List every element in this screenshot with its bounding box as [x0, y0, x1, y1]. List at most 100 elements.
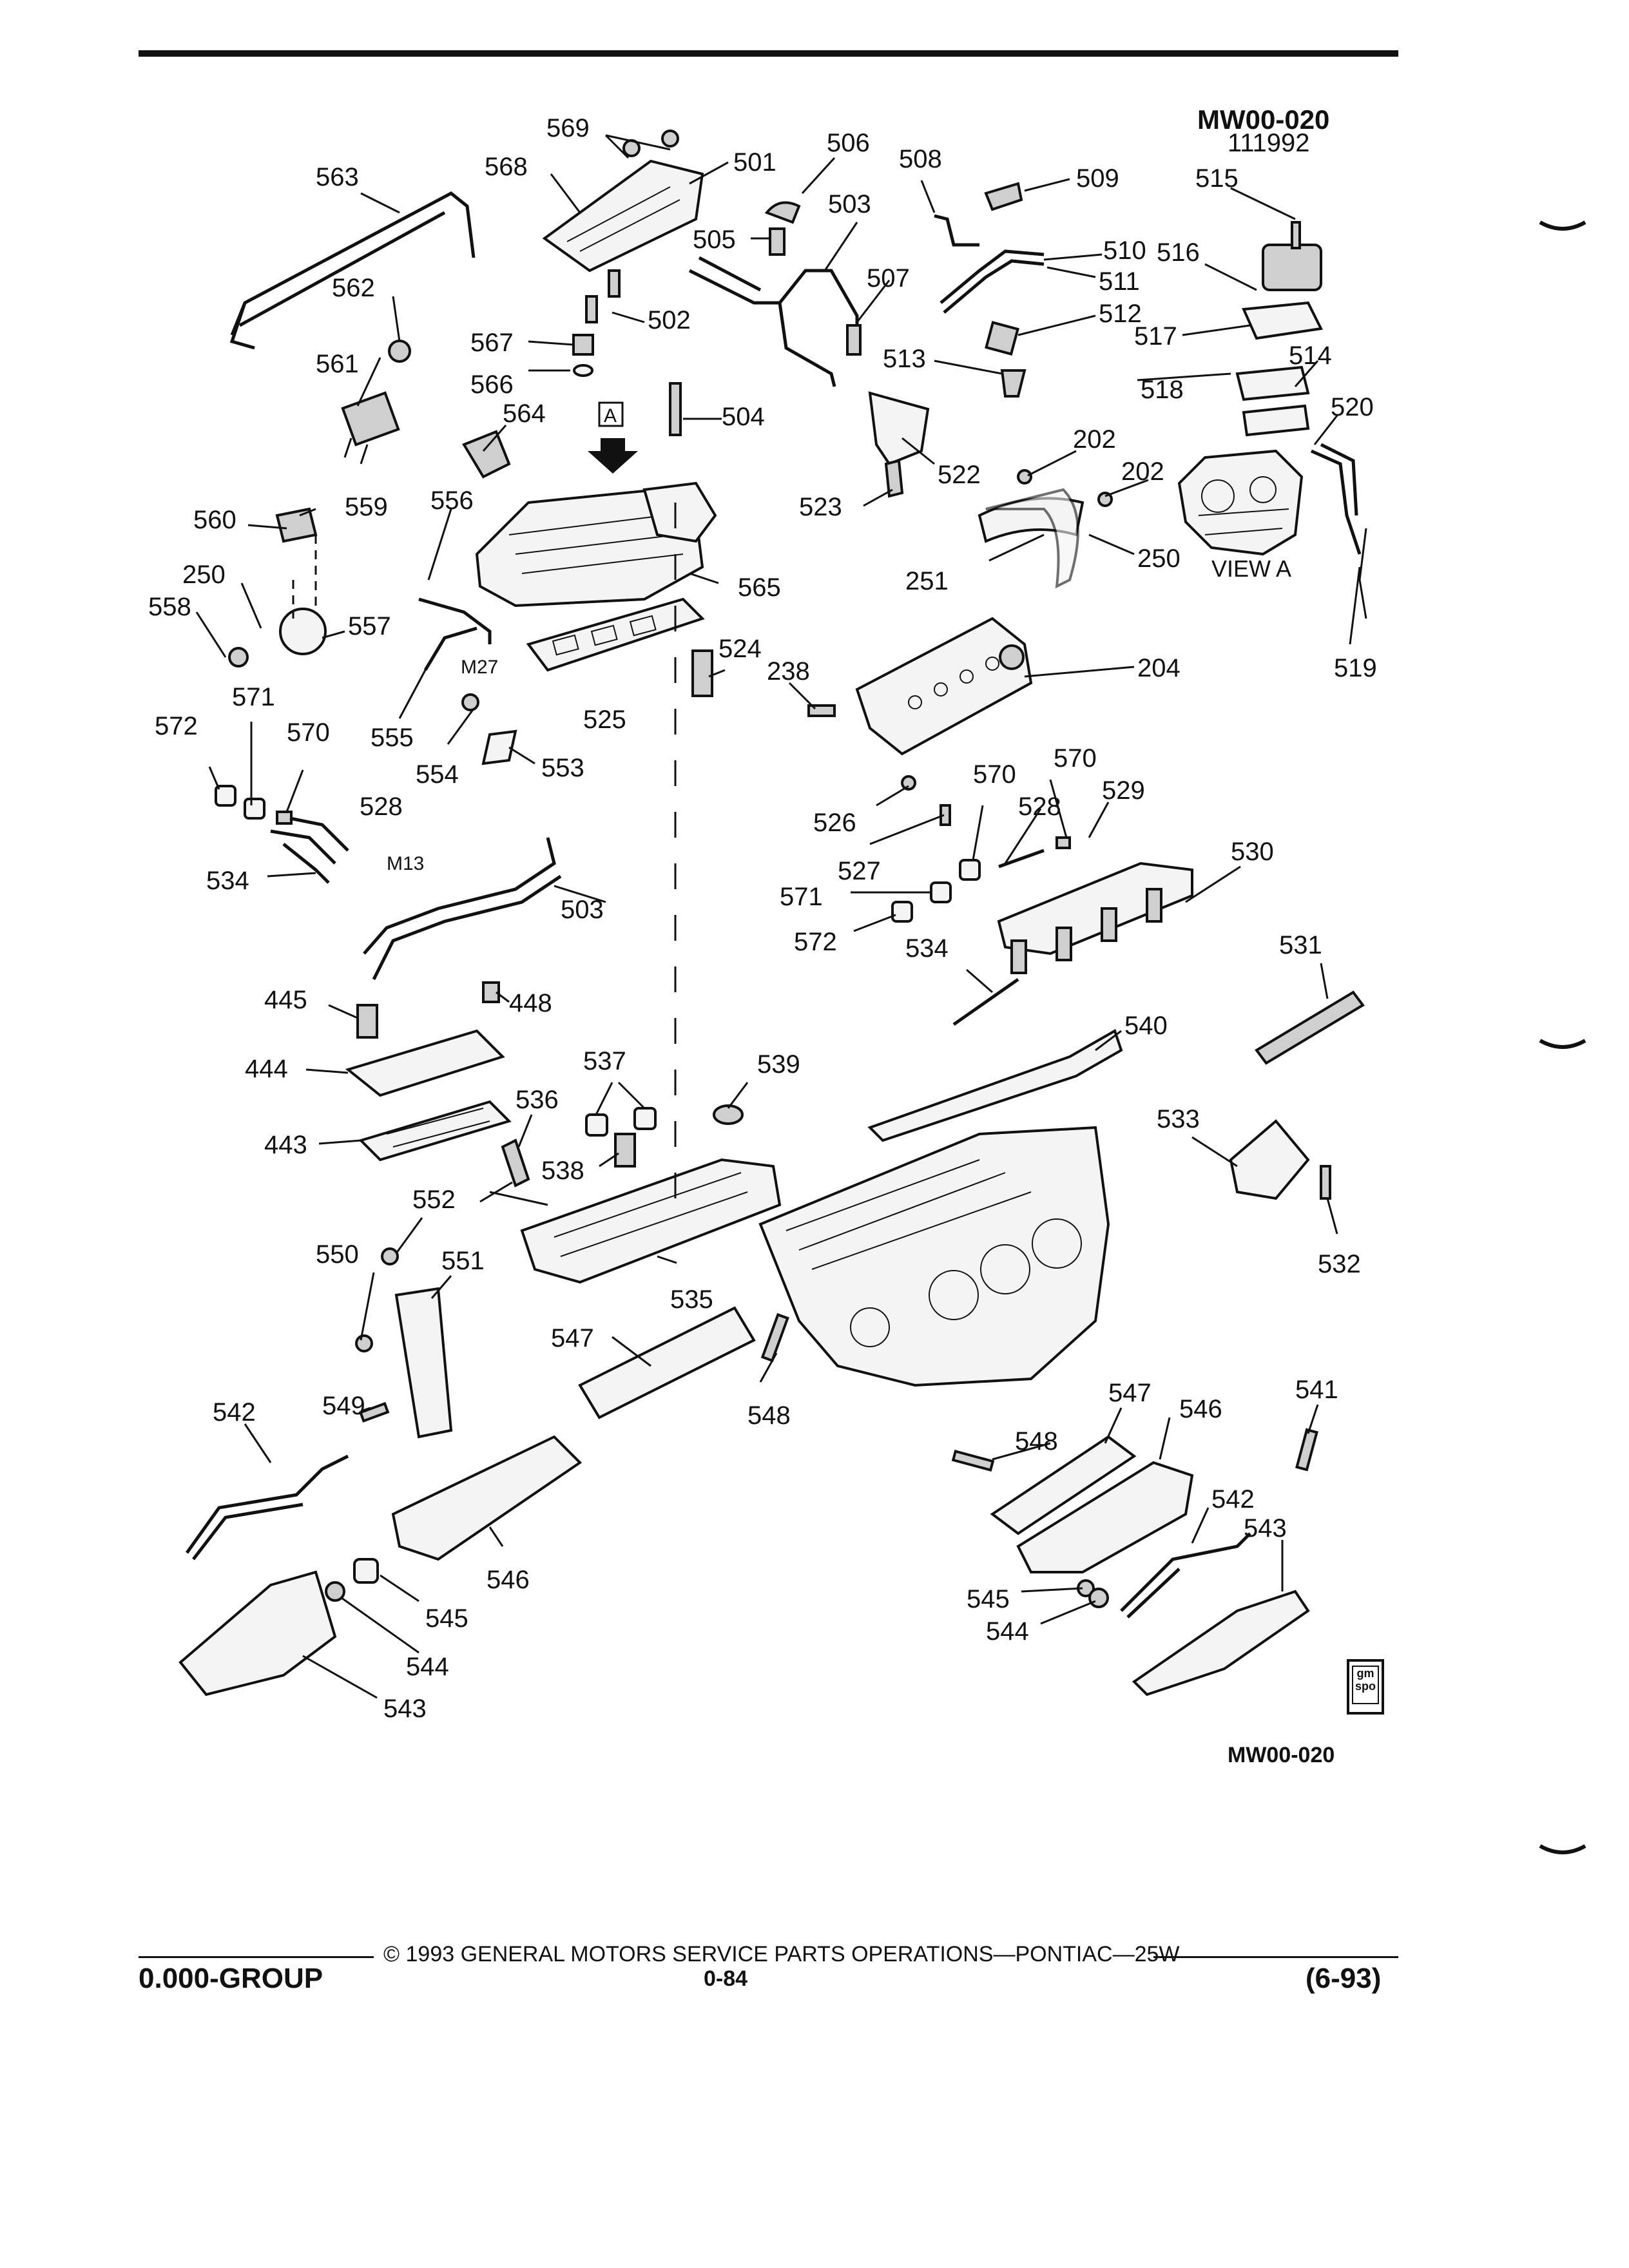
- callout: 534: [206, 867, 249, 895]
- callout: 250: [182, 561, 226, 589]
- callout: 566: [470, 370, 514, 399]
- callout: 520: [1331, 393, 1374, 421]
- callout: 511: [1099, 267, 1140, 296]
- callout: 547: [1108, 1379, 1152, 1407]
- footer-copyright: © 1993 GENERAL MOTORS SERVICE PARTS OPER…: [383, 1942, 1180, 1966]
- part-204-valve-cover: [855, 617, 1033, 756]
- callout: 548: [747, 1401, 791, 1430]
- part-549-stud: [358, 1401, 390, 1423]
- callout: 570: [973, 760, 1016, 789]
- margin-mark: [1539, 1039, 1586, 1049]
- parts-injector-right: [891, 775, 1071, 923]
- callout: 572: [155, 712, 198, 740]
- part-534-line: [952, 977, 1019, 1026]
- callout: 528: [1018, 793, 1061, 821]
- callout: 550: [316, 1240, 359, 1269]
- callout: 568: [485, 153, 528, 181]
- callout: 517: [1134, 322, 1177, 351]
- view-a-label: VIEW A: [1211, 555, 1291, 582]
- drawing-date: 111992: [1228, 129, 1310, 157]
- callout: 552: [412, 1186, 456, 1214]
- callout: 542: [1211, 1485, 1255, 1514]
- engine-block: [758, 1126, 1110, 1387]
- badge-line1: gm: [1356, 1667, 1374, 1680]
- part-543-shield-right: [1132, 1590, 1310, 1696]
- part-564-sensor: [462, 430, 511, 479]
- callout: 544: [986, 1617, 1029, 1646]
- callout-labels: 569 568 563 501 506 508 509 515 516 505 …: [148, 114, 1377, 1723]
- callout: 509: [1076, 164, 1119, 193]
- callout: 202: [1073, 425, 1116, 454]
- part-524-sensor: [691, 649, 713, 697]
- part-535-manifold: [520, 1158, 782, 1284]
- part-508-513-brackets: [934, 182, 1045, 398]
- callout: 571: [232, 683, 275, 711]
- callout: 523: [799, 493, 842, 521]
- view-marker-box: [598, 401, 624, 427]
- part-547-gasket-left: [578, 1306, 756, 1419]
- callout: 515: [1195, 164, 1239, 193]
- footer-group: 0.000-GROUP: [139, 1963, 323, 1994]
- callout: 562: [332, 274, 375, 302]
- part-545-sleeve-left: [353, 1558, 379, 1584]
- callout: 503: [828, 190, 871, 218]
- callout: 504: [722, 403, 765, 431]
- part-251-shield: [978, 469, 1113, 589]
- part-553-bracket: [461, 693, 517, 765]
- callout: 531: [1279, 931, 1322, 959]
- callout: 525: [583, 706, 626, 734]
- part-568-cover: [542, 130, 704, 323]
- part-543-shield-left: [178, 1570, 337, 1696]
- callout: 554: [416, 760, 459, 789]
- callout: 540: [1124, 1012, 1168, 1040]
- callout: 542: [213, 1398, 256, 1427]
- top-rule: [139, 50, 1398, 57]
- margin-mark: [1539, 1844, 1586, 1854]
- part-541-stud: [1295, 1428, 1318, 1472]
- view-a-throttle-body: [1177, 449, 1304, 556]
- footer-rule-right: [1153, 1956, 1398, 1958]
- part-565-intake-manifold: [475, 481, 717, 608]
- callout: 546: [1179, 1395, 1222, 1423]
- callout: 524: [718, 635, 762, 663]
- callout: 544: [406, 1653, 449, 1681]
- view-a-arrow: [588, 438, 638, 474]
- callout: 534: [905, 934, 949, 963]
- callout: 570: [287, 718, 330, 747]
- callout: 543: [1244, 1514, 1287, 1542]
- callout: 512: [1099, 300, 1142, 328]
- callout: 545: [425, 1604, 468, 1633]
- bottom-ref: MW00-020: [1228, 1743, 1335, 1767]
- parts-injector-left: [215, 785, 349, 884]
- callout: 559: [345, 493, 388, 521]
- margin-mark: [1539, 220, 1586, 231]
- callout: 505: [693, 226, 736, 254]
- callout: 543: [383, 1695, 427, 1723]
- callout: 545: [967, 1585, 1010, 1613]
- callout: 560: [193, 506, 236, 534]
- leader-lines: [195, 134, 1361, 1699]
- callout: 445: [264, 986, 307, 1014]
- gm-spo-badge: gm spo: [1347, 1659, 1384, 1715]
- callout: 513: [883, 345, 926, 373]
- callout: 558: [148, 593, 191, 621]
- callout: 570: [1054, 744, 1097, 773]
- part-530-fuel-rail: [997, 861, 1193, 974]
- callout: 526: [813, 809, 856, 837]
- part-563-pipe: [229, 191, 476, 350]
- part-522-bracket: [868, 391, 930, 498]
- callout: 510: [1103, 236, 1146, 265]
- part-525-gasket: [526, 597, 705, 672]
- callout: 444: [245, 1055, 288, 1083]
- callout: 529: [1102, 776, 1145, 805]
- part-531-sensor: [1255, 990, 1365, 1065]
- part-547-gasket-right: [990, 1435, 1137, 1535]
- callout: 557: [348, 612, 391, 640]
- callout: 501: [733, 148, 776, 177]
- callout: 555: [371, 724, 414, 752]
- part-503-hose: [688, 201, 862, 387]
- part-546-manifold-right: [1016, 1461, 1194, 1573]
- callout: 537: [583, 1047, 626, 1075]
- footer-rule-left: [139, 1956, 374, 1958]
